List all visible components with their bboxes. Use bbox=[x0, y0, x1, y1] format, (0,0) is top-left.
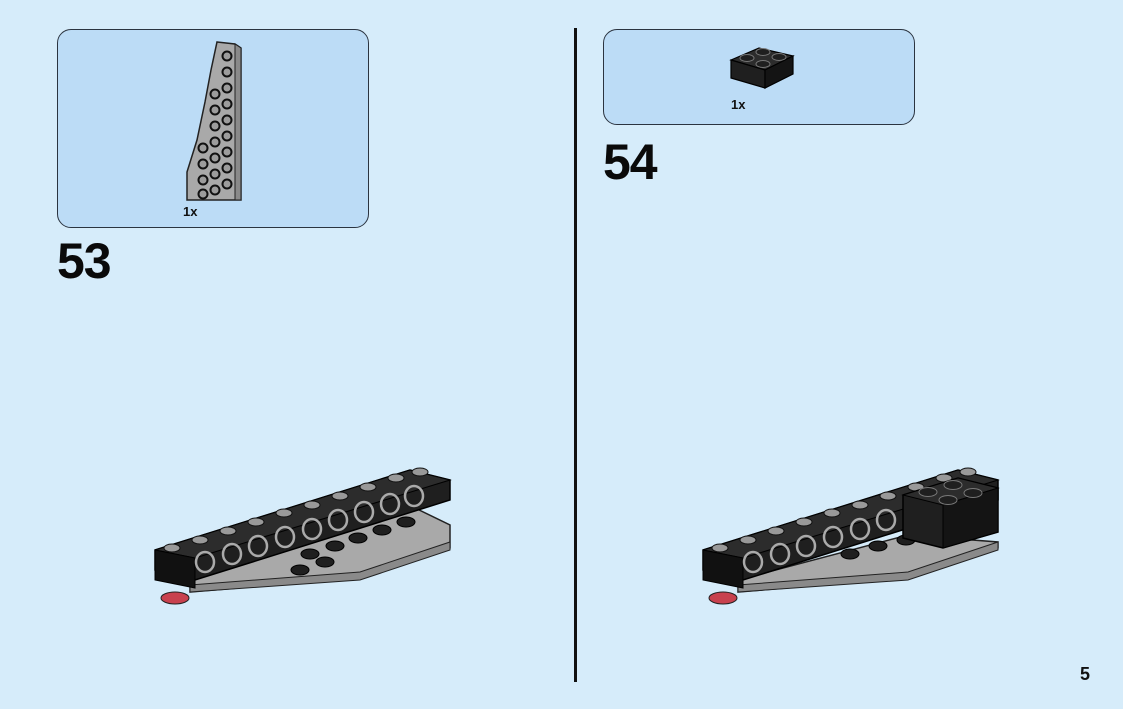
step-number-53: 53 bbox=[57, 233, 112, 289]
assembly-illustration-step-53 bbox=[154, 467, 452, 605]
page-number: 5 bbox=[1080, 664, 1091, 684]
part-quantity: 1x bbox=[731, 97, 746, 112]
wedge-plate-icon bbox=[186, 41, 242, 201]
parts-list-step-53: 1x bbox=[57, 29, 369, 228]
parts-list-step-54: 1x bbox=[603, 29, 915, 125]
brick-2x2-icon bbox=[729, 47, 795, 89]
assembly-illustration-step-54 bbox=[702, 467, 1000, 605]
step-number-54: 54 bbox=[603, 134, 658, 190]
page-divider bbox=[574, 28, 577, 682]
part-quantity: 1x bbox=[183, 204, 198, 219]
